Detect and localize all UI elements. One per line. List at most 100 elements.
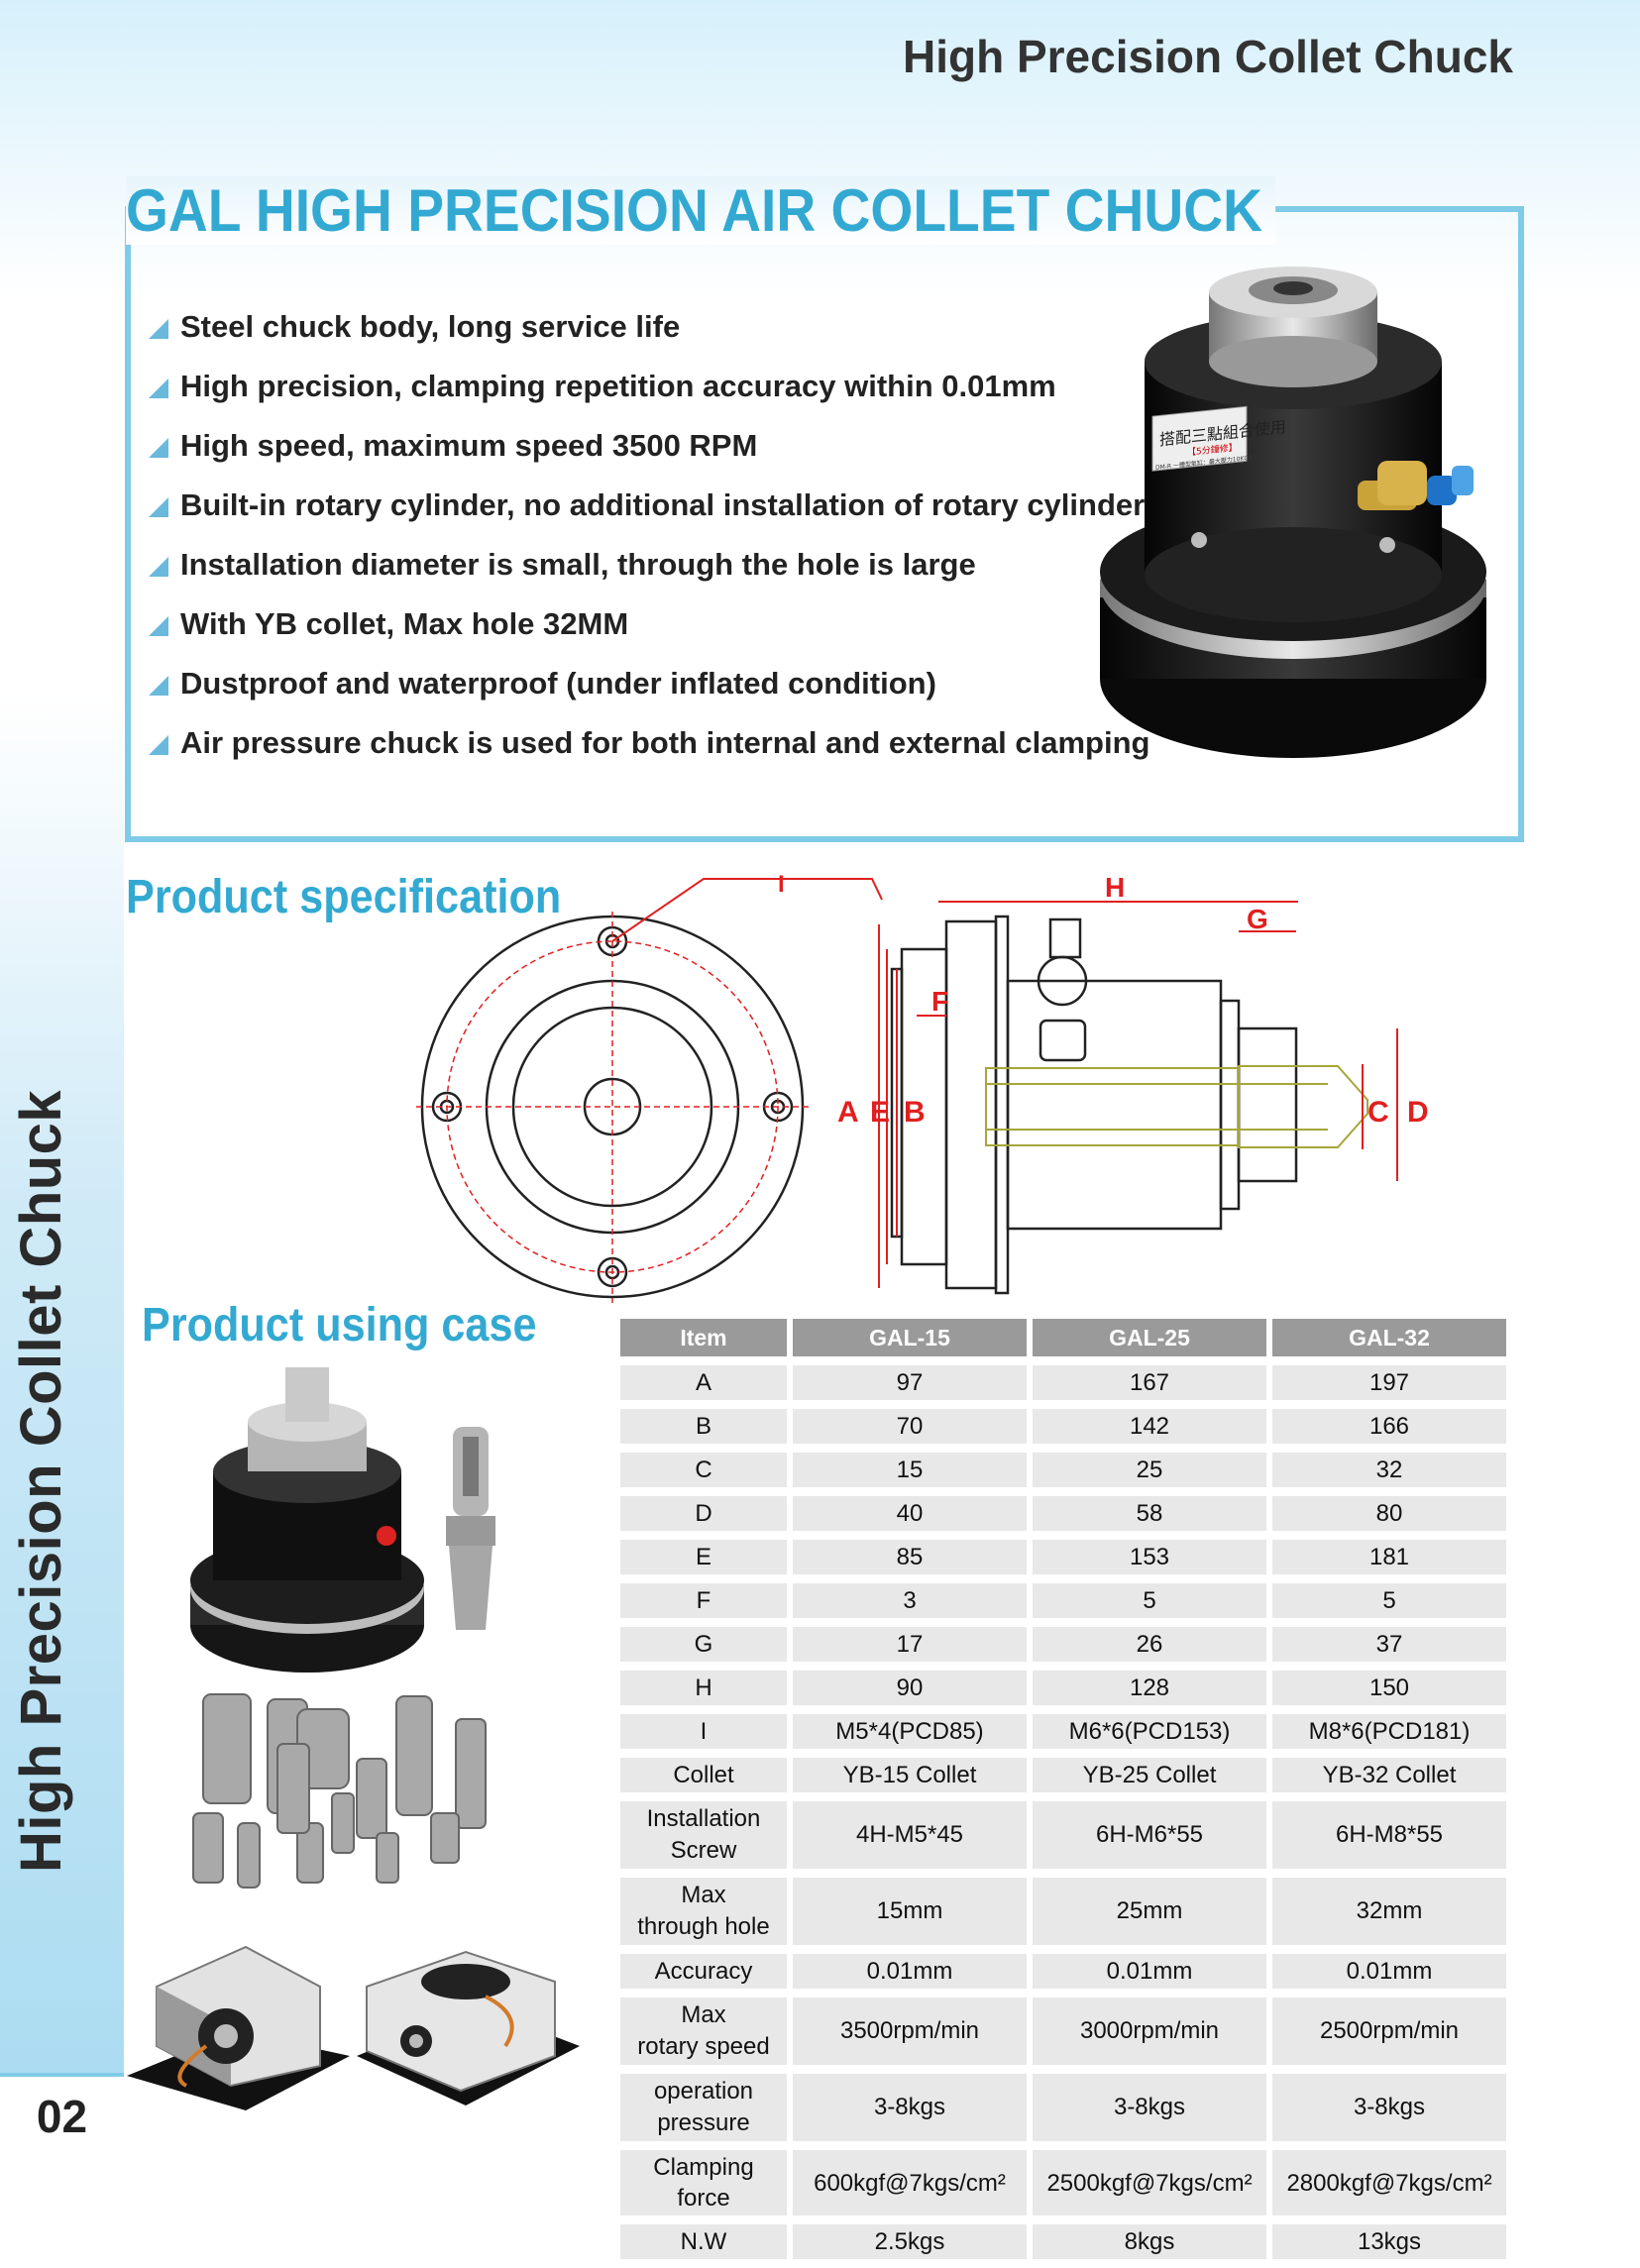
table-cell: 32 xyxy=(1272,1453,1506,1487)
fixture-photo-left xyxy=(127,1945,350,2110)
table-cell: 3500rpm/min xyxy=(793,1998,1027,2065)
chuck-assembly-photo xyxy=(190,1367,424,1673)
table-cell: 3 xyxy=(793,1583,1027,1618)
table-row-label: N.W xyxy=(620,2224,787,2259)
dimension-label-i: I xyxy=(778,871,785,898)
feature-item: Air pressure chuck is used for both inte… xyxy=(149,718,1149,778)
table-cell: 80 xyxy=(1272,1496,1506,1531)
triangle-bullet-icon xyxy=(149,675,168,696)
triangle-bullet-icon xyxy=(149,378,168,398)
triangle-bullet-icon xyxy=(149,496,168,517)
table-cell: 6H-M6*55 xyxy=(1033,1801,1266,1869)
fixture-photo-right xyxy=(357,1950,580,2106)
page-header-title: High Precision Collet Chuck xyxy=(903,31,1513,82)
table-row-label: Clamping force xyxy=(620,2150,787,2215)
feature-item: High speed, maximum speed 3500 RPM xyxy=(149,421,1149,481)
table-cell: 3-8kgs xyxy=(1272,2074,1506,2141)
air-collet-chuck-photo: 搭配三點組合使用 【5分鐘修】 DM-R 一體型氣缸：最大壓力10KG/CM xyxy=(1100,267,1486,758)
table-cell: 85 xyxy=(793,1540,1027,1574)
table-cell: 25mm xyxy=(1033,1878,1266,1945)
dimension-label-d: D xyxy=(1407,1096,1429,1129)
technical-drawing: A E B C D F G H I xyxy=(416,871,1429,1303)
table-cell: 2500kgf@7kgs/cm² xyxy=(1033,2150,1266,2215)
table-cell: 0.01mm xyxy=(1272,1954,1506,1989)
table-header-cell: GAL-32 xyxy=(1272,1319,1506,1356)
page-number: 02 xyxy=(0,2073,124,2156)
table-cell: 600kgf@7kgs/cm² xyxy=(793,2150,1027,2215)
table-cell: 58 xyxy=(1033,1496,1266,1531)
feature-item: Installation diameter is small, through … xyxy=(149,540,1149,599)
collet-set-photo xyxy=(192,1693,487,1889)
feature-item: With YB collet, Max hole 32MM xyxy=(149,599,1149,659)
table-cell: 3-8kgs xyxy=(1033,2074,1266,2141)
feature-list: Steel chuck body, long service life High… xyxy=(149,302,1149,778)
table-header-row: Item GAL-15 GAL-25 GAL-32 xyxy=(620,1319,1506,1356)
table-row-label: Accuracy xyxy=(620,1954,787,1989)
table-row-label: Max through hole xyxy=(620,1878,787,1945)
table-cell: YB-15 Collet xyxy=(793,1758,1027,1792)
table-cell: 153 xyxy=(1033,1540,1266,1574)
table-row-label: A xyxy=(620,1365,787,1400)
table-cell: M6*6(PCD153) xyxy=(1033,1714,1266,1749)
table-cell: 13kgs xyxy=(1272,2224,1506,2259)
dimension-label-f: F xyxy=(931,986,948,1017)
triangle-bullet-icon xyxy=(149,556,168,577)
section-title-case: Product using case xyxy=(142,1299,537,1351)
table-row-label: C xyxy=(620,1453,787,1487)
feature-item: Built-in rotary cylinder, no additional … xyxy=(149,481,1149,540)
table-cell: 3-8kgs xyxy=(793,2074,1027,2141)
table-row-label: Collet xyxy=(620,1758,787,1792)
dimension-label-b: B xyxy=(904,1096,926,1129)
table-cell: 26 xyxy=(1033,1627,1266,1662)
table-header-cell: Item xyxy=(620,1319,787,1356)
table-header-cell: GAL-15 xyxy=(793,1319,1027,1356)
table-cell: 32mm xyxy=(1272,1878,1506,1945)
table-row-label: G xyxy=(620,1627,787,1662)
table-cell: 142 xyxy=(1033,1409,1266,1444)
table-cell: 181 xyxy=(1272,1540,1506,1574)
header-gradient xyxy=(0,0,1640,297)
table-row-label: H xyxy=(620,1671,787,1705)
table-row-label: operation pressure xyxy=(620,2074,787,2141)
feature-item: Dustproof and waterproof (under inflated… xyxy=(149,659,1149,718)
table-cell: 128 xyxy=(1033,1671,1266,1705)
table-cell: 8kgs xyxy=(1033,2224,1266,2259)
dimension-label-e: E xyxy=(870,1096,890,1129)
table-cell: 197 xyxy=(1272,1365,1506,1400)
triangle-bullet-icon xyxy=(149,318,168,339)
dimension-label-g: G xyxy=(1247,904,1268,934)
table-cell: 2500rpm/min xyxy=(1272,1998,1506,2065)
table-row-label: I xyxy=(620,1714,787,1749)
table-cell: 166 xyxy=(1272,1409,1506,1444)
side-vertical-title: High Precision Collet Chuck xyxy=(9,1089,73,1873)
table-cell: 2.5kgs xyxy=(793,2224,1027,2259)
table-cell: 0.01mm xyxy=(1033,1954,1266,1989)
table-cell: 15mm xyxy=(793,1878,1027,1945)
triangle-bullet-icon xyxy=(149,734,168,755)
dimension-label-a: A xyxy=(837,1096,859,1129)
table-cell: 70 xyxy=(793,1409,1027,1444)
table-cell: 17 xyxy=(793,1627,1027,1662)
dimension-label-h: H xyxy=(1105,872,1125,903)
table-cell: 3000rpm/min xyxy=(1033,1998,1266,2065)
table-cell: 2800kgf@7kgs/cm² xyxy=(1272,2150,1506,2215)
table-row-label: Max rotary speed xyxy=(620,1998,787,2065)
table-cell: 5 xyxy=(1033,1583,1266,1618)
dimension-label-c: C xyxy=(1367,1096,1389,1129)
table-cell: 4H-M5*45 xyxy=(793,1801,1027,1869)
table-cell: 90 xyxy=(793,1671,1027,1705)
table-row-label: E xyxy=(620,1540,787,1574)
side-bar xyxy=(0,694,124,2150)
